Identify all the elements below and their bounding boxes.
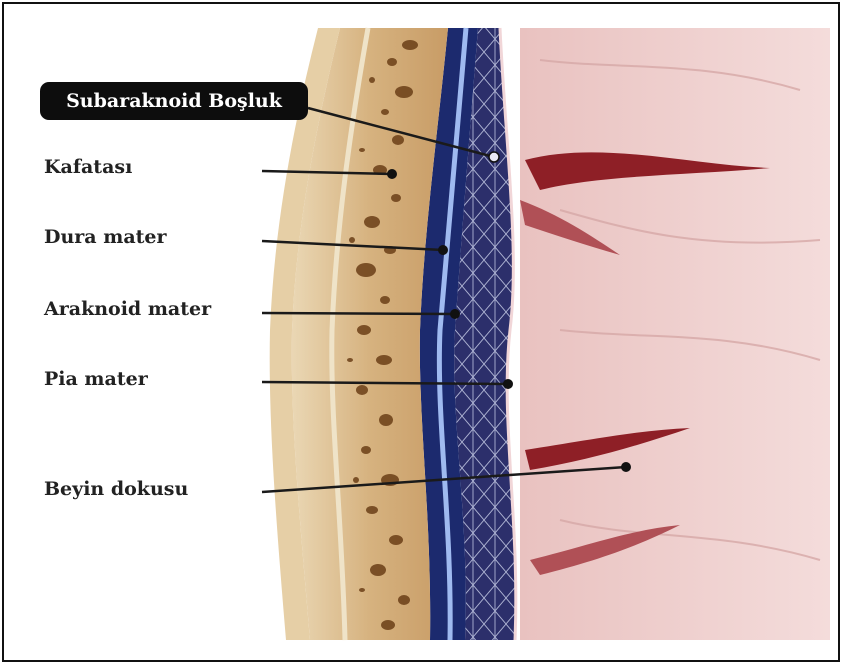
dot-skull: [387, 169, 397, 179]
dot-dura: [438, 245, 448, 255]
brain-tissue: [520, 28, 830, 640]
pointer-arachnoid: [262, 313, 455, 314]
dot-pia: [503, 379, 513, 389]
label-arachnoid-mater: Araknoid mater: [44, 298, 211, 320]
dot-arachnoid: [450, 309, 460, 319]
label-brain-tissue: Beyin dokusu: [44, 478, 188, 500]
title-badge: Subaraknoid Boşluk: [40, 82, 308, 120]
label-dura-mater: Dura mater: [44, 226, 167, 248]
label-skull: Kafatası: [44, 156, 132, 178]
diagram-title: Subaraknoid Boşluk: [40, 82, 308, 120]
dot-title: [489, 152, 499, 162]
dot-brain: [621, 462, 631, 472]
label-pia-mater: Pia mater: [44, 368, 148, 390]
